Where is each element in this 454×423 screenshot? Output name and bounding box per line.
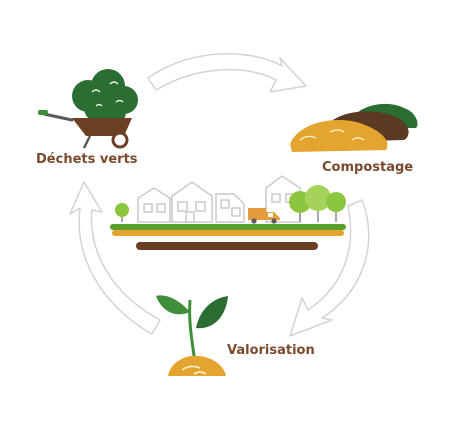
- green-waste-label: Déchets verts: [36, 152, 138, 167]
- compost-pile-icon: [290, 103, 418, 152]
- truck-icon: [248, 208, 280, 224]
- village-icon: [110, 175, 346, 250]
- arrow-right-icon: [289, 199, 370, 337]
- composting-label: Compostage: [322, 160, 414, 175]
- arrow-top-icon: [147, 53, 307, 93]
- valorisation-label: Valorisation: [227, 343, 315, 358]
- cycle-arrows: [69, 53, 370, 337]
- wheelbarrow-icon: [38, 69, 138, 149]
- sprout-icon: [156, 295, 228, 376]
- arrow-left-icon: [69, 181, 161, 335]
